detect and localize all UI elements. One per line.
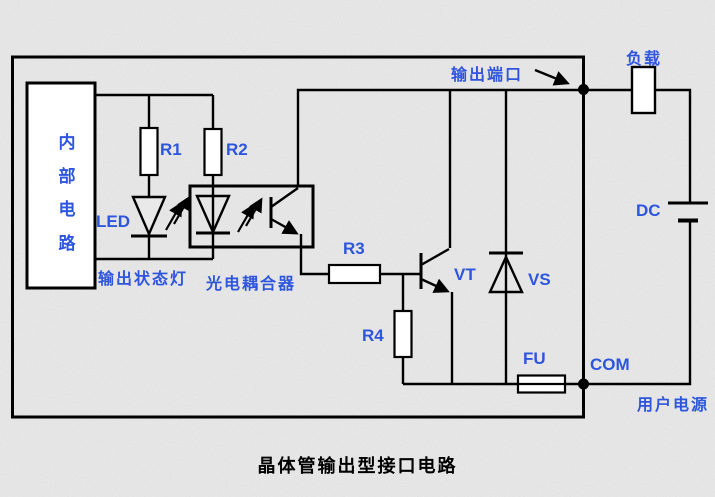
user-power-label: 用户电源	[637, 397, 710, 414]
resistor-r4	[393, 309, 413, 359]
output-port-arrow	[534, 68, 570, 86]
load-label: 负载	[626, 51, 663, 68]
dc-label: DC	[636, 201, 661, 220]
r2-label: R2	[226, 140, 248, 159]
r4-label: R4	[362, 326, 384, 345]
status-lamp-label: 输出状态灯	[98, 271, 189, 288]
resistor-r2	[203, 127, 223, 177]
vt-label: VT	[454, 265, 476, 284]
optocoupler-symbol	[188, 184, 315, 249]
vs-label: VS	[528, 270, 551, 289]
internal-circuit-box	[25, 81, 97, 290]
com-label: COM	[590, 355, 630, 374]
internal-circuit-label: 内部电路	[58, 133, 76, 253]
output-terminal-dot	[578, 84, 589, 95]
led-label: LED	[96, 212, 130, 231]
fuse-symbol	[516, 374, 567, 394]
resistor-r1	[139, 126, 159, 177]
outer-interface-box	[11, 55, 585, 419]
battery-symbol	[668, 201, 708, 223]
r1-label: R1	[160, 140, 182, 159]
optocoupler-label: 光电耦合器	[206, 276, 297, 293]
diagram-title: 晶体管输出型接口电路	[257, 456, 458, 476]
output-port-label: 输出端口	[451, 67, 524, 84]
transistor-vt-symbol	[419, 247, 450, 293]
resistor-r3	[327, 263, 382, 285]
load-symbol	[630, 65, 657, 115]
led-symbol	[131, 195, 191, 238]
com-terminal-dot	[578, 378, 589, 390]
r3-label: R3	[343, 239, 365, 258]
fu-label: FU	[523, 349, 546, 368]
diode-vs-symbol	[488, 251, 524, 294]
